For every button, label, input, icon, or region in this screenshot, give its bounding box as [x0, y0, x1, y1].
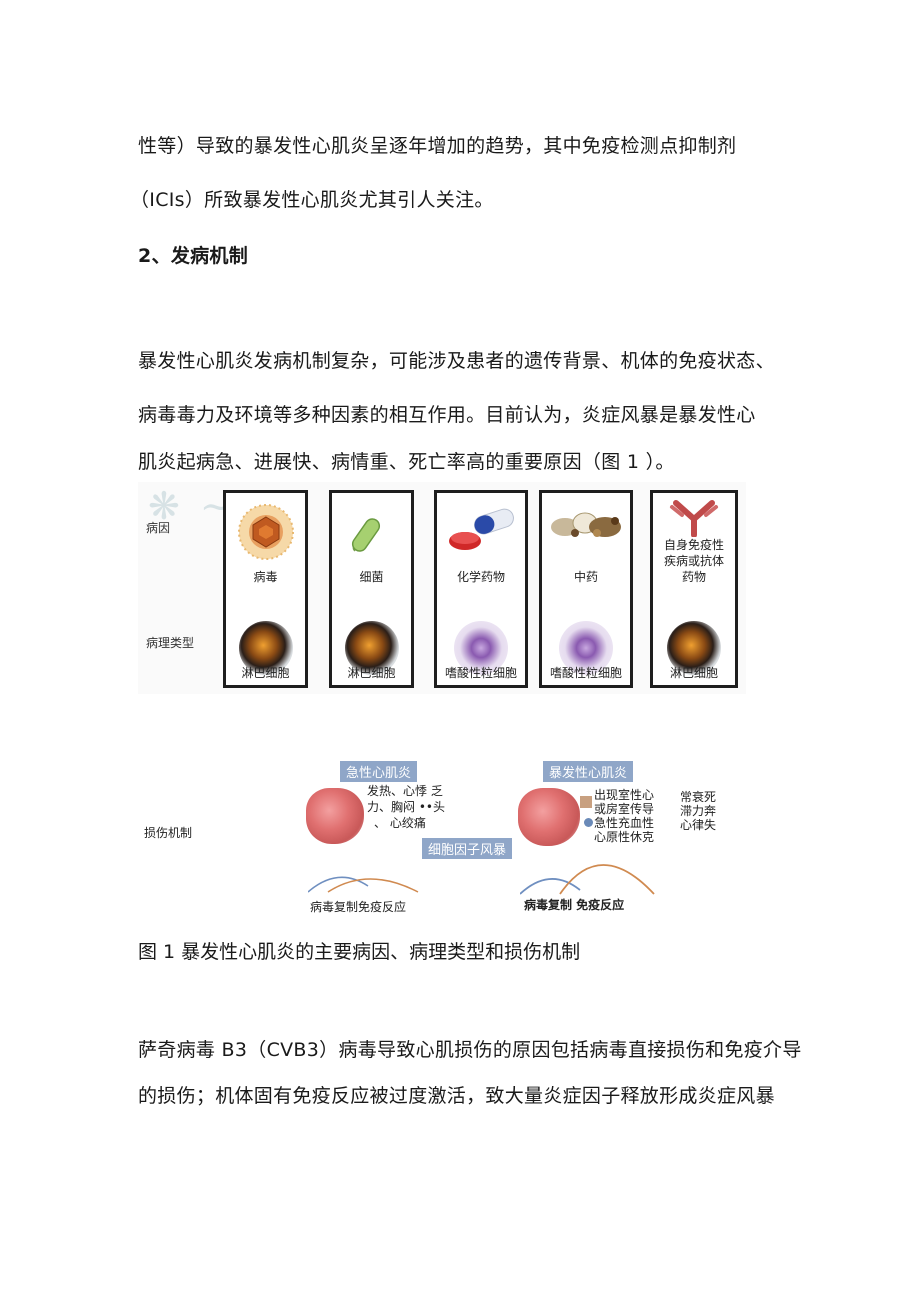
curve-chart-fulminant: [520, 864, 655, 895]
cell-type-label: 淋巴细胞: [241, 666, 290, 680]
cause-card-virus: 病毒 淋巴细胞: [223, 490, 308, 688]
eosinophil-cell-image: [559, 621, 613, 675]
tag-acute-myocarditis: 急性心肌炎: [340, 761, 418, 782]
paragraph-line: （ICIs）所致暴发性心肌炎尤其引人关注。: [130, 189, 494, 211]
cytokine-particle: [584, 818, 593, 827]
figure-caption: 图 1 暴发性心肌炎的主要病因、病理类型和损伤机制: [138, 941, 581, 963]
cause-name: 自身免疫性疾病或抗体药物: [663, 538, 724, 584]
paragraph-line: 性等）导致的暴发性心肌炎呈逐年增加的趋势，其中免疫检测点抑制剂: [138, 135, 737, 157]
heart-image-fulminant: [518, 788, 580, 846]
section-heading: 2、发病机制: [138, 245, 249, 267]
cause-name: 化学药物: [456, 570, 505, 584]
tag-fulminant-myocarditis: 暴发性心肌炎: [543, 761, 634, 782]
figure-causes-panel: ❋ ~ ❋ ❋ ~ 病因 病理类型 病毒 淋巴细胞 细菌 淋巴细胞: [138, 482, 746, 694]
cell-type-label: 淋巴细胞: [347, 666, 396, 680]
paragraph-line: 病毒毒力及环境等多种因素的相互作用。目前认为，炎症风暴是暴发性心: [138, 404, 756, 426]
heart-image-acute: [306, 788, 364, 844]
paragraph-line: 萨奇病毒 B3（CVB3）病毒导致心肌损伤的原因包括病毒直接损伤和免疫介导: [138, 1039, 802, 1061]
figure-injury-panel: 损伤机制 急性心肌炎 发热、心悸 乏 力、胸闷 ••头 、 心绞痛 病毒复制免疫…: [138, 756, 758, 921]
acute-symptoms-text: 、 心绞痛: [374, 816, 426, 830]
cause-name: 细菌: [359, 570, 384, 584]
cause-card-chemical-drug: 化学药物 嗜酸性粒细胞: [434, 490, 528, 688]
fulminant-symptoms-block: 出现室性心 或房室传导 急性充血性 心原性休克: [594, 788, 655, 844]
row-label-injury: 损伤机制: [144, 826, 193, 840]
row-label-pathology: 病理类型: [146, 636, 195, 650]
lymphocyte-cell-image: [667, 621, 721, 675]
paragraph-line: 肌炎起病急、进展快、病情重、死亡率高的重要原因（图 1 ）。: [138, 451, 675, 473]
curve-label-fulminant: 病毒复制 免疫反应: [524, 898, 625, 912]
cause-card-bacterium: 细菌 淋巴细胞: [329, 490, 414, 688]
cell-type-label: 淋巴细胞: [669, 666, 718, 680]
tag-cytokine-storm: 细胞因子风暴: [422, 838, 513, 859]
curve-chart-acute: [308, 876, 419, 893]
cytokine-particle: [580, 796, 592, 808]
cause-name: 病毒: [253, 570, 278, 584]
virus-icon: [237, 503, 295, 565]
cell-type-label: 嗜酸性粒细胞: [549, 666, 622, 680]
fulminant-symptoms-right: 常衰死 滞力奔 心律失: [680, 790, 717, 832]
row-label-cause: 病因: [146, 521, 171, 535]
curve-label-acute: 病毒复制免疫反应: [310, 900, 407, 914]
lymphocyte-cell-image: [344, 621, 399, 675]
pill-icon: [443, 503, 519, 561]
cause-name: 中药: [573, 570, 598, 584]
bacterium-icon: [347, 507, 397, 561]
cause-card-autoimmune: 自身免疫性疾病或抗体药物 淋巴细胞: [650, 490, 738, 688]
cause-card-herbal-medicine: 中药 嗜酸性粒细胞: [539, 490, 633, 688]
paragraph-line: 的损伤；机体固有免疫反应被过度激活，致大量炎症因子释放形成炎症风暴: [138, 1085, 775, 1107]
herb-icon: [545, 503, 627, 547]
acute-symptoms-text: 发热、心悸 乏: [367, 784, 443, 798]
cell-type-label: 嗜酸性粒细胞: [444, 666, 517, 680]
antibody-icon: [666, 497, 722, 541]
paragraph-line: 暴发性心肌炎发病机制复杂，可能涉及患者的遗传背景、机体的免疫状态、: [138, 350, 775, 372]
acute-symptoms-text: 力、胸闷 ••头: [367, 800, 445, 814]
lymphocyte-cell-image: [238, 621, 293, 675]
eosinophil-cell-image: [454, 621, 508, 675]
